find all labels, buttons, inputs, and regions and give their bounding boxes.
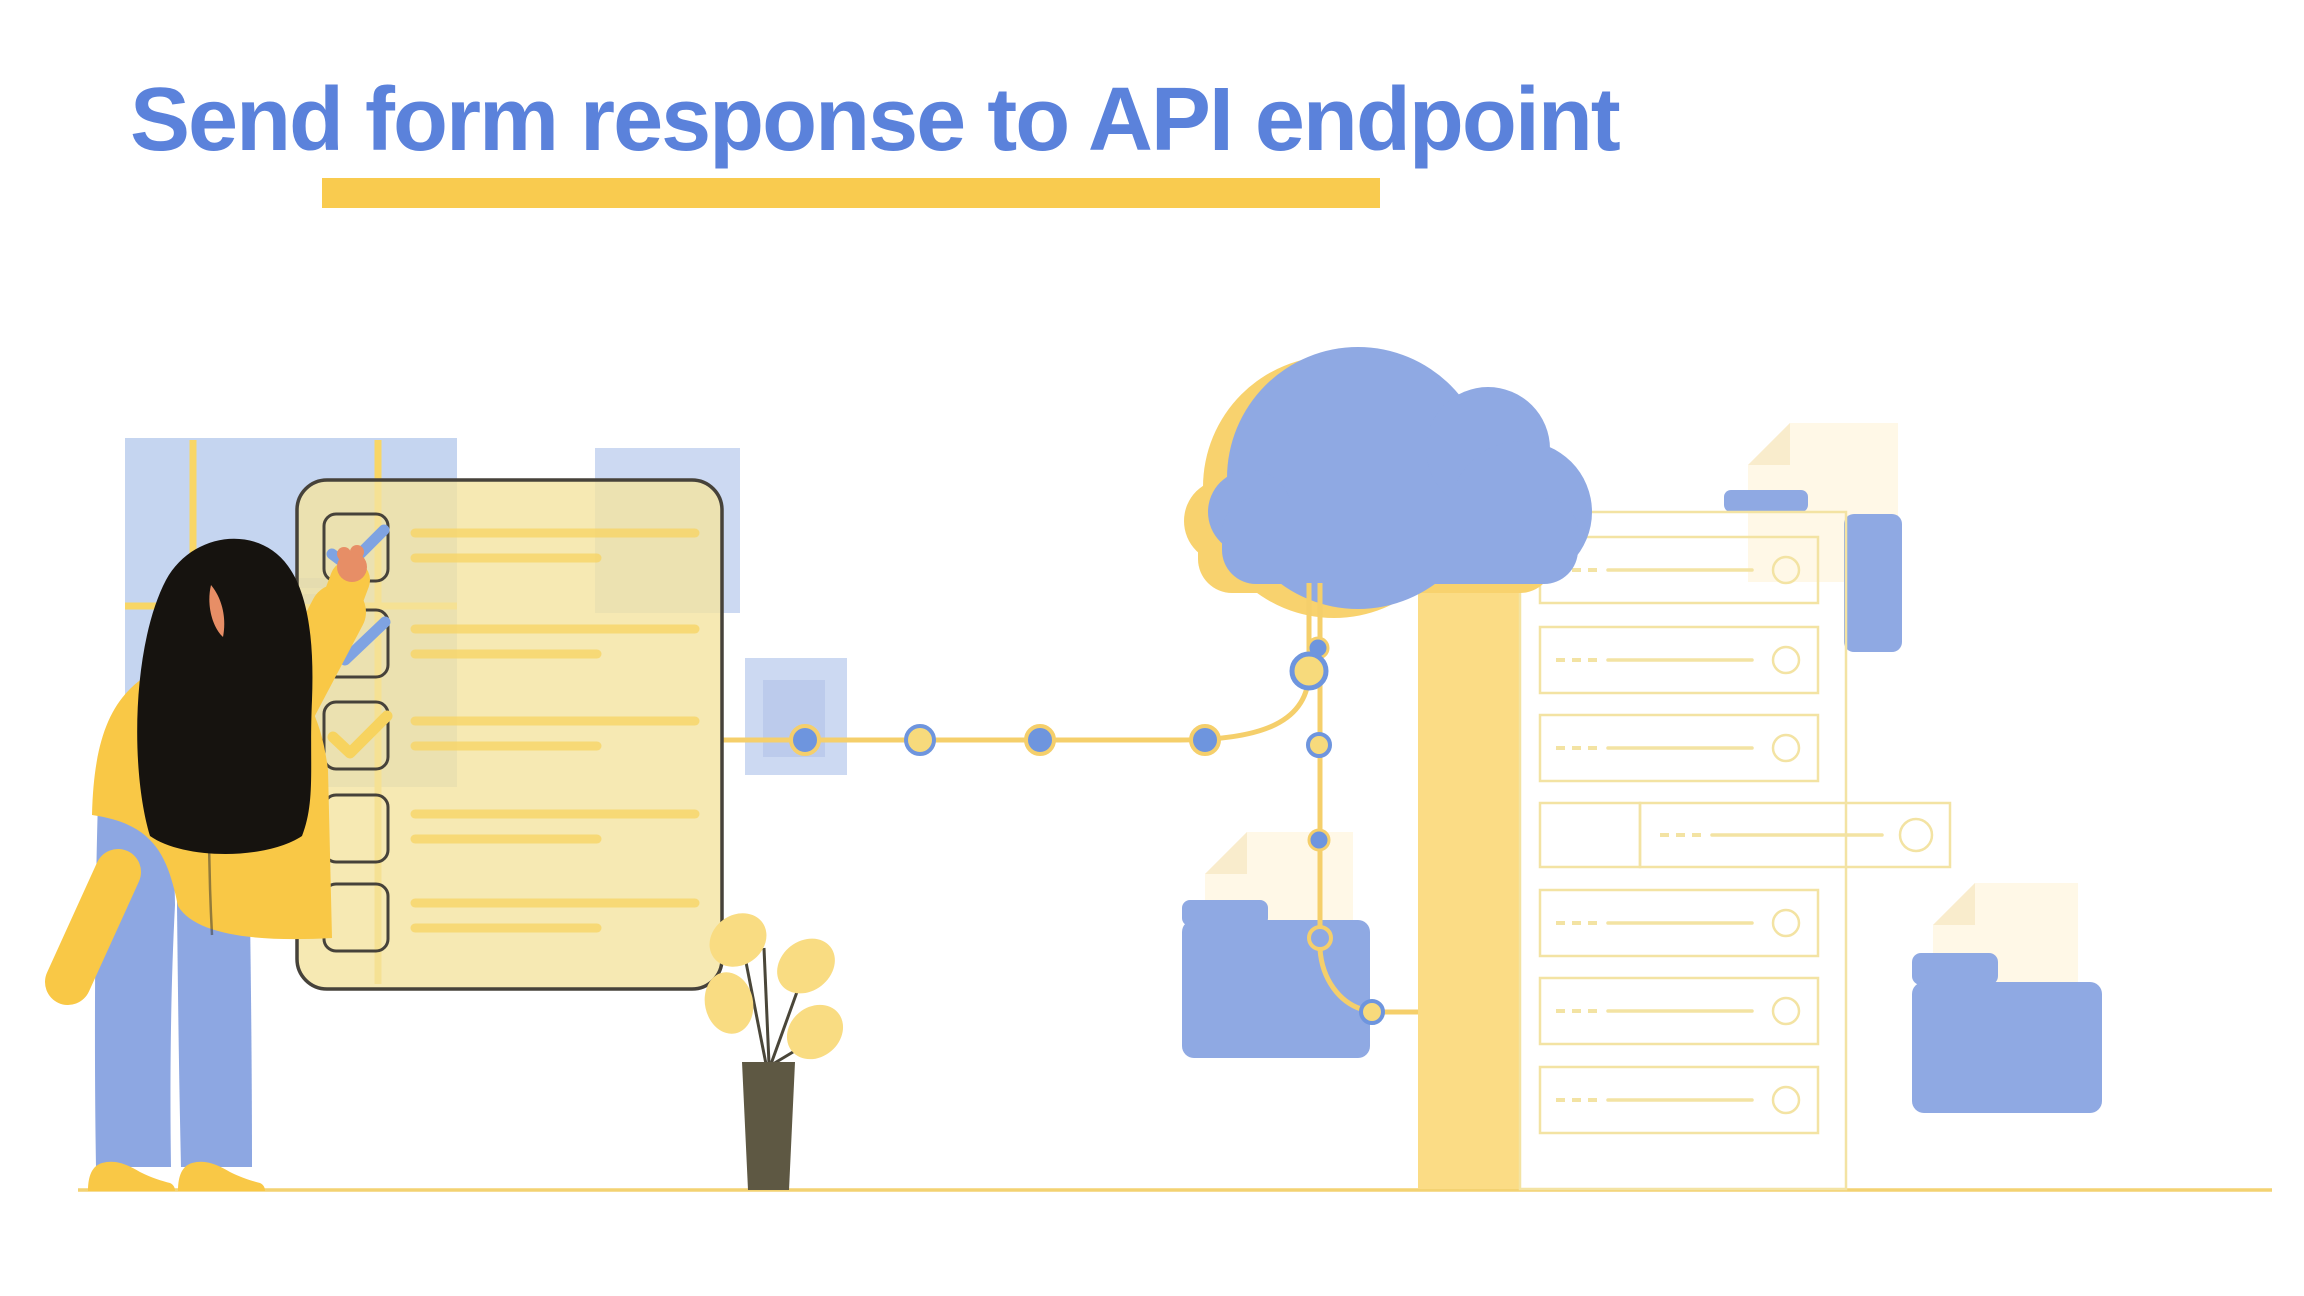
connector-node-large <box>1289 651 1329 691</box>
hand-finger <box>337 547 351 561</box>
paper-fold <box>1933 883 1975 925</box>
person-hair <box>137 538 313 854</box>
connector-node <box>1359 999 1385 1025</box>
person-forearm <box>318 560 370 632</box>
folder-tab <box>1912 953 1998 985</box>
plant-leaf <box>786 1004 844 1060</box>
folder-icon <box>1182 832 1370 1058</box>
title-prefix: Send <box>130 70 366 170</box>
server-unit-ring <box>1898 817 1934 853</box>
checkbox-row <box>322 608 700 679</box>
person-filling-form <box>45 538 370 1191</box>
server-unit <box>1538 625 1820 695</box>
plant-stem <box>742 951 768 1065</box>
plant-leaf <box>777 938 835 994</box>
server-unit-frame <box>1538 888 1820 958</box>
server-unit-ring <box>1771 996 1801 1026</box>
folder-body <box>1912 982 2102 1113</box>
connector-node-square <box>745 658 847 775</box>
title-suffix: endpoint <box>1231 70 1621 170</box>
folder-tab <box>1182 900 1268 926</box>
server-unit-frame <box>1538 976 1820 1046</box>
server-unit <box>1538 976 1820 1046</box>
server-unit-extended <box>1538 801 1952 869</box>
connector-curve-to-server <box>1317 948 1362 1012</box>
plant-pot <box>742 1062 795 1190</box>
plant-leaf <box>704 972 754 1034</box>
server-unit-frame <box>1538 625 1820 695</box>
plant-leaf <box>709 913 767 967</box>
server-unit-frame <box>1538 1065 1820 1135</box>
folder-icon <box>1912 883 2102 1113</box>
paper-fold <box>1748 423 1790 465</box>
checkbox-row <box>322 882 700 953</box>
person-right-shoe <box>178 1161 265 1191</box>
checklist-form <box>295 478 724 991</box>
paper-fold <box>1205 832 1247 874</box>
title-underline-accent <box>322 178 1380 208</box>
server-unit <box>1538 713 1820 783</box>
connector-node <box>904 724 936 756</box>
rack-side-panel <box>1418 510 1520 1189</box>
server-unit-stub <box>1538 801 1642 869</box>
potted-plant <box>704 913 844 1190</box>
rack-side-block <box>1844 514 1902 652</box>
checkmark-blue <box>339 616 391 666</box>
server-unit-frame <box>1538 713 1820 783</box>
title-underlined-text: form response to API <box>365 70 1234 170</box>
connector-node <box>789 724 821 756</box>
server-unit-ring <box>1771 555 1801 585</box>
person-face <box>209 585 225 637</box>
cloud-icon <box>1184 347 1592 618</box>
plant-stem <box>762 947 771 1065</box>
rack-body <box>1518 510 1848 1191</box>
person-hand <box>337 545 367 582</box>
connector-node <box>1306 732 1332 758</box>
rack-top-tab <box>1724 490 1808 512</box>
connector-path <box>722 583 1418 1025</box>
server-unit <box>1538 888 1820 958</box>
checkmark-yellow <box>327 710 393 759</box>
server-unit <box>1538 1065 1820 1135</box>
connector-node <box>1307 828 1331 852</box>
server-unit-ring <box>1771 908 1801 938</box>
server-unit-ring <box>1771 733 1801 763</box>
person-left-arm <box>45 849 141 1005</box>
checkbox-row <box>322 700 700 771</box>
server-unit-ring <box>1771 645 1801 675</box>
server-unit-ring <box>1771 1085 1801 1115</box>
folder-body <box>1182 920 1370 1058</box>
server-unit-tray <box>1638 801 1952 869</box>
server-rack <box>1418 423 1952 1191</box>
page-title: Send form response to API endpoint <box>130 75 1621 165</box>
checkbox-checked <box>322 700 390 771</box>
person-left-shoe <box>88 1161 175 1191</box>
connector-node <box>1024 724 1056 756</box>
connector-node <box>1189 724 1221 756</box>
hand-finger <box>350 545 364 559</box>
cloud-body <box>1208 347 1592 609</box>
